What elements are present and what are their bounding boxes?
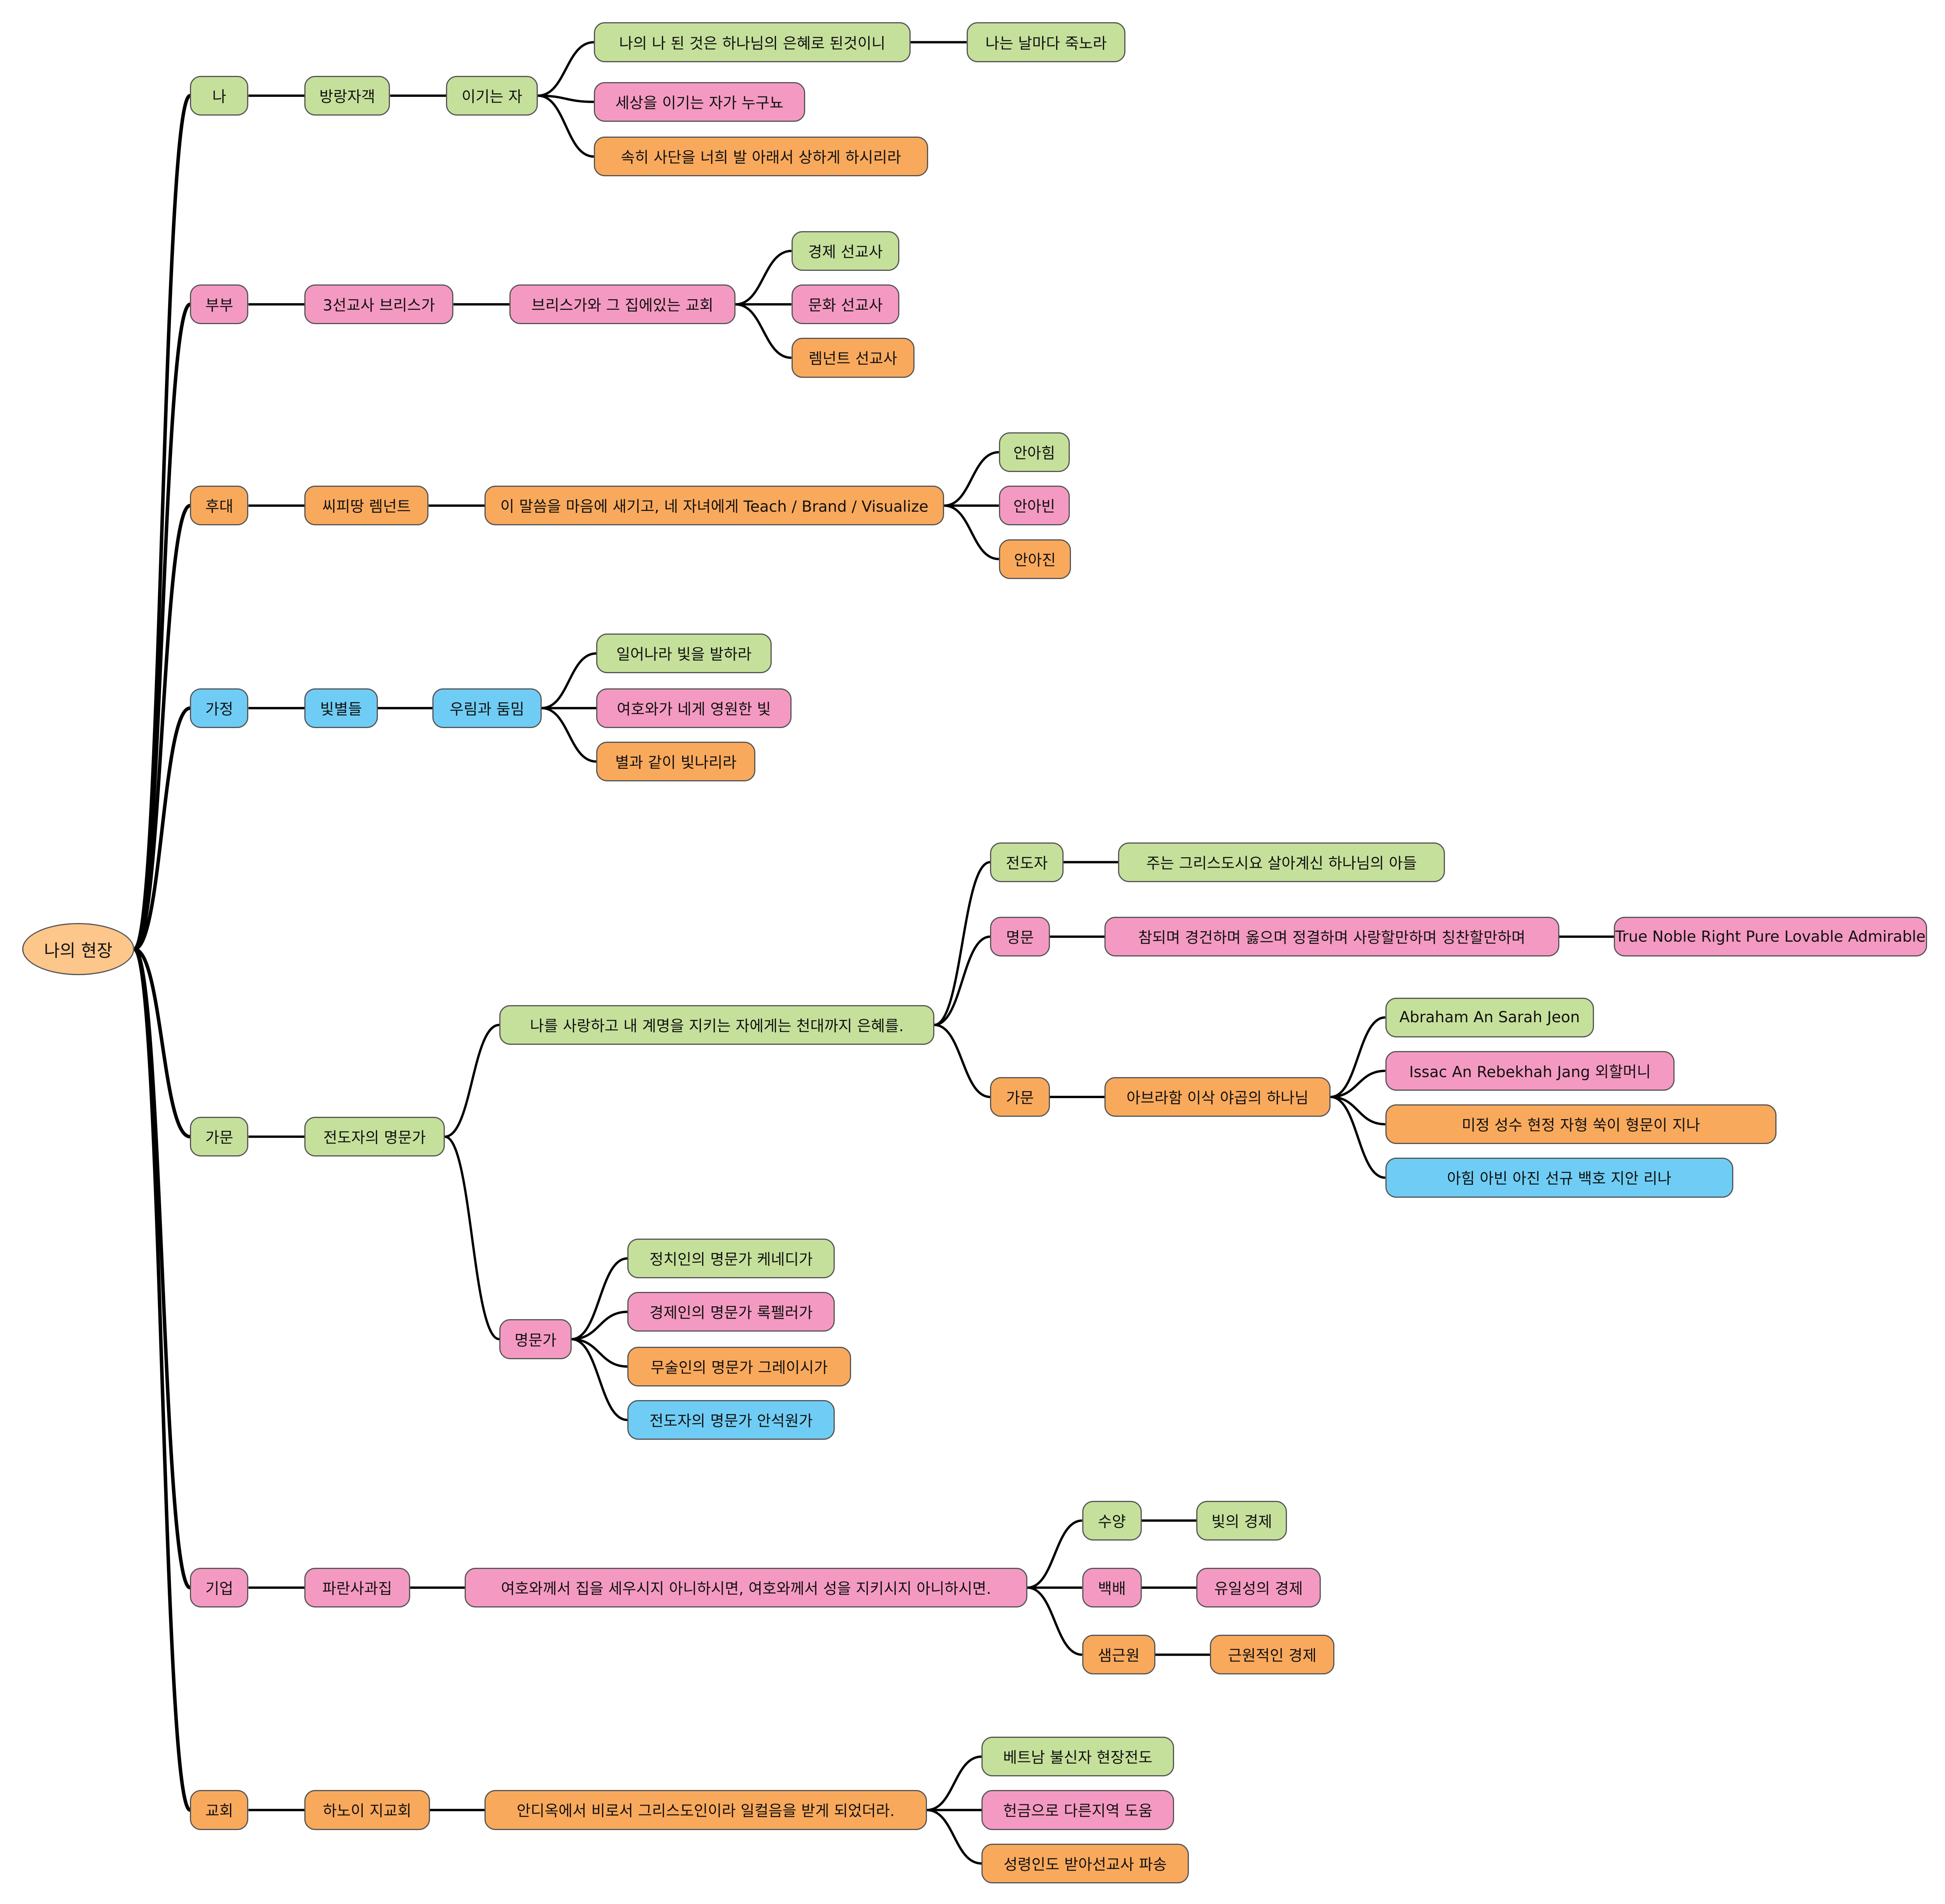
connector-root-b2 xyxy=(133,302,191,951)
node-b1c2: 세상을 이기는 자가 누구뇨 xyxy=(594,82,805,122)
node-b3: 후대 xyxy=(190,486,249,526)
node-b1c1a: 나는 날마다 죽노라 xyxy=(966,22,1126,62)
connector-b3b-b3c1 xyxy=(944,451,999,507)
node-b5d1: Abraham An Sarah Jeon xyxy=(1385,997,1594,1037)
node-b2c2: 문화 선교사 xyxy=(791,284,900,325)
connector-b5b-b5c1 xyxy=(934,861,990,1026)
node-b7c1: 베트남 불신자 현장전도 xyxy=(981,1737,1174,1777)
connector-b5a-b5e xyxy=(444,1135,500,1341)
node-b4c1: 일어나라 빛을 발하라 xyxy=(596,633,772,674)
node-b4a: 빛별들 xyxy=(304,688,378,728)
node-b5: 가문 xyxy=(190,1117,249,1157)
node-b5c3a: 아브라함 이삭 야곱의 하나님 xyxy=(1104,1077,1331,1117)
node-b3c1: 안아힘 xyxy=(999,432,1070,472)
node-b7c3: 성령인도 받아선교사 파송 xyxy=(981,1843,1189,1883)
node-b3a: 씨피땅 렘넌트 xyxy=(304,486,429,526)
connector-b1b-b1c2 xyxy=(538,94,594,103)
connector-root-b4 xyxy=(133,706,191,951)
node-b5e4: 전도자의 명문가 안석원가 xyxy=(627,1400,835,1440)
node-b1c3: 속히 사단을 너희 발 아래서 상하게 하시리라 xyxy=(594,137,928,177)
connector-b5a-b5b xyxy=(444,1023,500,1138)
node-b3c3: 안아진 xyxy=(999,539,1071,579)
node-b5e1: 정치인의 명문가 케네디가 xyxy=(627,1238,835,1279)
node-b5e: 명문가 xyxy=(499,1319,572,1359)
node-b5c1: 전도자 xyxy=(990,842,1064,882)
connector-root-b5 xyxy=(133,947,191,1139)
node-b2c1: 경제 선교사 xyxy=(791,231,900,271)
connector-b7b-b7c3 xyxy=(927,1809,982,1865)
node-b5d2: Issac An Rebekhah Jang 외할머니 xyxy=(1385,1051,1675,1091)
node-b5b: 나를 사랑하고 내 계명을 지키는 자에게는 천대까지 은혜를. xyxy=(499,1005,934,1045)
node-b2a: 3선교사 브리스가 xyxy=(304,284,454,325)
node-b7: 교회 xyxy=(190,1790,249,1830)
node-b5c2b: True Noble Right Pure Lovable Admirable xyxy=(1614,917,1927,957)
node-b4c2: 여호와가 네게 영원한 빛 xyxy=(596,688,792,728)
node-b7b: 안디옥에서 비로서 그리스도인이라 일컬음을 받게 되었더라. xyxy=(484,1790,927,1830)
node-b6c2: 백배 xyxy=(1082,1567,1142,1608)
root-node: 나의 현장 xyxy=(22,923,134,976)
node-b1: 나 xyxy=(190,75,249,116)
connector-b5e-b5e3 xyxy=(571,1338,628,1368)
node-b4b: 우림과 둠밈 xyxy=(432,688,542,728)
connector-b5c3a-b5d2 xyxy=(1331,1069,1385,1098)
connector-b2b-b2c1 xyxy=(735,249,792,306)
node-b4c3: 별과 같이 빛나리라 xyxy=(596,741,756,782)
connector-b3b-b3c3 xyxy=(944,504,999,560)
node-b7c2: 헌금으로 다른지역 도움 xyxy=(981,1790,1174,1830)
node-b6: 기업 xyxy=(190,1567,249,1608)
node-b5c2: 명문 xyxy=(990,917,1050,957)
node-b2c3: 렘넌트 선교사 xyxy=(791,338,915,378)
connector-b7b-b7c1 xyxy=(927,1755,982,1811)
connector-b1b-b1c1 xyxy=(538,41,594,97)
node-b5d3: 미정 성수 현정 자형 쑥이 형문이 지나 xyxy=(1385,1104,1777,1144)
connector-b2b-b2c3 xyxy=(735,303,792,359)
node-b5d4: 아힘 아빈 아진 선규 백호 지안 리나 xyxy=(1385,1158,1733,1198)
connector-b6b-b6c1 xyxy=(1027,1519,1082,1589)
node-b2: 부부 xyxy=(190,284,249,325)
node-b4: 가정 xyxy=(190,688,249,728)
connector-root-b3 xyxy=(133,504,191,951)
node-b3b: 이 말씀을 마음에 새기고, 네 자녀에게 Teach / Brand / Vi… xyxy=(484,486,944,526)
node-b6c3a: 근원적인 경제 xyxy=(1210,1635,1334,1675)
connector-b6b-b6c3 xyxy=(1027,1586,1082,1656)
connector-b4b-b4c1 xyxy=(541,652,597,709)
connector-b5b-b5c3 xyxy=(934,1023,990,1098)
connector-root-b7 xyxy=(133,947,191,1812)
node-b6c1a: 빛의 경제 xyxy=(1196,1500,1287,1541)
node-b1b: 이기는 자 xyxy=(446,75,538,116)
node-b7a: 하노이 지교회 xyxy=(304,1790,430,1830)
connector-b5e-b5e4 xyxy=(571,1338,628,1421)
connector-b5c3a-b5d4 xyxy=(1330,1095,1385,1179)
node-b5c2a: 참되며 경건하며 옳으며 정결하며 사랑할만하며 칭찬할만하며 xyxy=(1104,917,1559,957)
connector-b5c3a-b5d3 xyxy=(1331,1095,1385,1126)
node-b5c1a: 주는 그리스도시요 살아계신 하나님의 아들 xyxy=(1118,842,1445,882)
node-b1c1: 나의 나 된 것은 하나님의 은혜로 된것이니 xyxy=(594,22,911,62)
node-b3c2: 안아빈 xyxy=(999,486,1070,526)
node-b5c3: 가문 xyxy=(990,1077,1050,1117)
node-b5a: 전도자의 명문가 xyxy=(304,1117,445,1157)
node-b6c2a: 유일성의 경제 xyxy=(1196,1567,1321,1608)
node-b6c1: 수양 xyxy=(1082,1500,1142,1541)
connector-b4b-b4c3 xyxy=(541,707,597,763)
node-b6a: 파란사과집 xyxy=(304,1567,410,1608)
node-b6b: 여호와께서 집을 세우시지 아니하시면, 여호와께서 성을 지키시지 아니하시면… xyxy=(464,1567,1028,1608)
connector-b5e-b5e2 xyxy=(571,1311,628,1341)
connector-b5c3a-b5d1 xyxy=(1330,1016,1385,1098)
node-b2b: 브리스가와 그 집에있는 교회 xyxy=(509,284,736,325)
connector-b5b-b5c2 xyxy=(934,935,990,1026)
connector-b1b-b1c3 xyxy=(538,94,594,158)
node-b6c3: 샘근원 xyxy=(1082,1635,1155,1675)
connector-b5e-b5e1 xyxy=(571,1257,628,1341)
node-b5e3: 무술인의 명문가 그레이시가 xyxy=(627,1346,851,1386)
node-b5e2: 경제인의 명문가 록펠러가 xyxy=(627,1292,835,1332)
node-b1a: 방랑자객 xyxy=(304,75,390,116)
